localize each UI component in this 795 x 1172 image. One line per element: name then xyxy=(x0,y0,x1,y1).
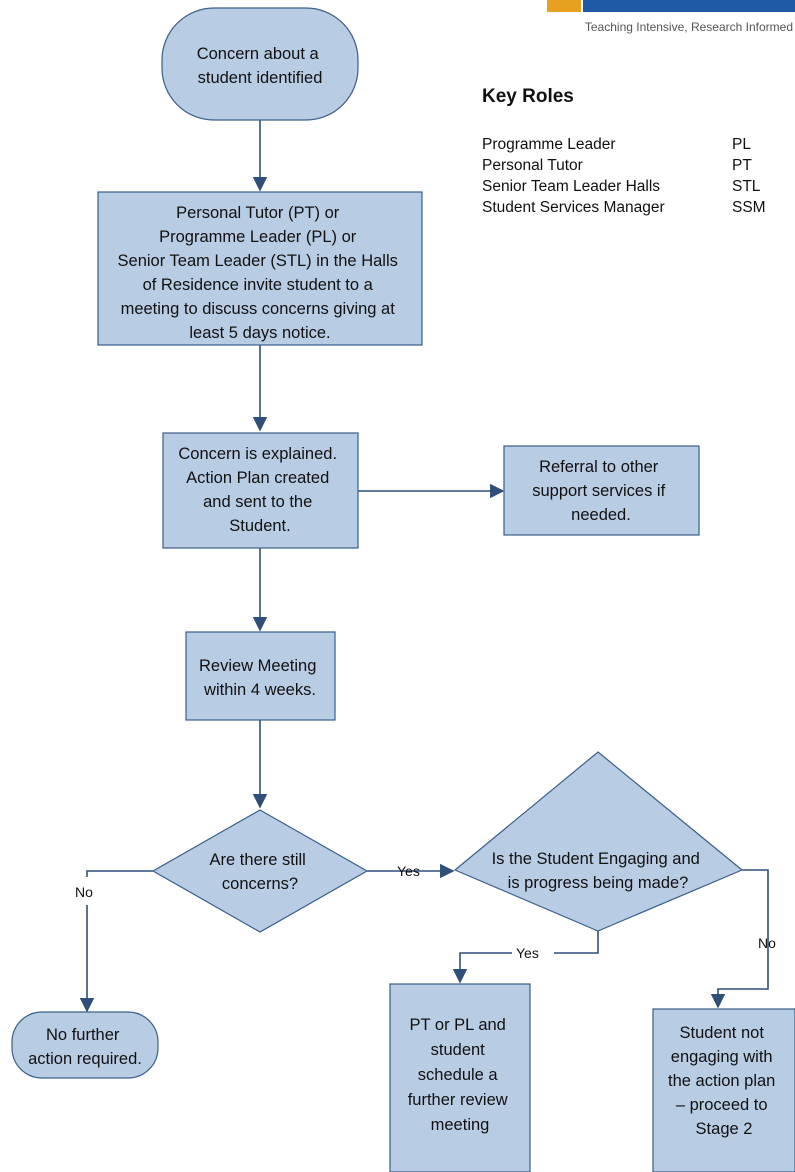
invite-line-4: of Residence invite student to a xyxy=(143,276,374,294)
role-abbr: SSM xyxy=(732,199,766,216)
role-row: Personal Tutor PT xyxy=(482,155,766,176)
key-roles-panel: Key Roles Programme Leader PL Personal T… xyxy=(482,86,766,218)
logo-gold-block xyxy=(547,0,581,12)
edge-decision2-yes xyxy=(554,931,599,954)
explain-node xyxy=(162,432,359,549)
referral-node xyxy=(503,445,700,536)
not-engaging-line-1: Student not xyxy=(680,1024,765,1042)
invite-node xyxy=(97,191,423,346)
role-abbr: PT xyxy=(732,157,752,174)
edge-label-no-1: No xyxy=(75,884,93,900)
role-name: Student Services Manager xyxy=(482,199,665,216)
start-node-text: Concern about a student identified xyxy=(197,45,324,87)
not-engaging-node xyxy=(652,1008,795,1172)
schedule-node xyxy=(389,983,531,1172)
edge-decision2-yes-b xyxy=(452,952,512,984)
edges xyxy=(79,120,769,1013)
start-node xyxy=(161,7,359,121)
role-row: Student Services Manager SSM xyxy=(482,197,766,218)
decision1-node xyxy=(151,809,369,933)
edge-label-yes-2: Yes xyxy=(516,945,539,961)
role-row: Senior Team Leader Halls STL xyxy=(482,176,766,197)
role-name: Senior Team Leader Halls xyxy=(482,178,661,195)
not-engaging-line-3: the action plan xyxy=(668,1072,775,1090)
no-action-node-text: No further action required. xyxy=(28,1026,142,1068)
referral-node-text: Referral to other support services if ne… xyxy=(532,458,670,524)
invite-line-5: meeting to discuss concerns giving at xyxy=(121,300,396,318)
explain-line-3: and sent to the xyxy=(203,493,312,511)
invite-line-6: least 5 days notice. xyxy=(189,324,330,342)
no-action-node xyxy=(11,1011,159,1079)
schedule-line-1: PT or PL and xyxy=(410,1016,506,1034)
invite-line-2: Programme Leader (PL) or xyxy=(159,228,357,246)
invite-line-1: Personal Tutor (PT) or xyxy=(176,204,340,222)
decision2-line-2: is progress being made? xyxy=(508,874,689,892)
review-line-2: within 4 weeks. xyxy=(203,681,316,699)
explain-node-text: Concern is explained. Action Plan create… xyxy=(178,445,341,535)
edge-decision2-no xyxy=(710,869,769,1009)
start-line-2: student identified xyxy=(198,69,323,87)
role-name: Programme Leader xyxy=(482,136,616,153)
referral-line-1: Referral to other xyxy=(539,458,659,476)
review-node xyxy=(185,631,336,721)
referral-line-3: needed. xyxy=(571,506,631,524)
schedule-line-5: meeting xyxy=(431,1116,490,1134)
schedule-line-4: further review xyxy=(408,1091,508,1109)
invite-line-3: Senior Team Leader (STL) in the Halls xyxy=(118,252,398,270)
no-action-line-2: action required. xyxy=(28,1050,142,1068)
role-row: Programme Leader PL xyxy=(482,134,766,155)
decision2-node-text: Is the Student Engaging and is progress … xyxy=(492,850,705,892)
logo-tagline: Teaching Intensive, Research Informed xyxy=(584,20,793,34)
edge-label-yes-1: Yes xyxy=(397,863,420,879)
review-line-1: Review Meeting xyxy=(199,657,316,675)
schedule-node-text: PT or PL and student schedule a further … xyxy=(408,1016,513,1134)
role-abbr: PL xyxy=(732,136,751,153)
logo-bar xyxy=(547,0,795,12)
not-engaging-line-4: – proceed to xyxy=(676,1096,768,1114)
start-line-1: Concern about a xyxy=(197,45,320,63)
invite-node-text: Personal Tutor (PT) or Programme Leader … xyxy=(118,204,403,342)
edge-label-no-2: No xyxy=(758,935,776,951)
decision2-line-1: Is the Student Engaging and xyxy=(492,850,700,868)
referral-line-2: support services if xyxy=(532,482,665,500)
decision1-line-1: Are there still xyxy=(210,851,306,869)
decision1-node-text: Are there still concerns? xyxy=(210,851,311,893)
review-node-text: Review Meeting within 4 weeks. xyxy=(199,657,321,699)
role-abbr: STL xyxy=(732,178,761,195)
not-engaging-node-text: Student not engaging with the action pla… xyxy=(668,1024,780,1138)
edge-decision1-no xyxy=(86,870,153,877)
schedule-line-3: schedule a xyxy=(418,1066,499,1084)
role-name: Personal Tutor xyxy=(482,157,583,174)
explain-line-1: Concern is explained. xyxy=(178,445,337,463)
no-action-line-1: No further xyxy=(46,1026,120,1044)
explain-line-4: Student. xyxy=(229,517,290,535)
not-engaging-line-5: Stage 2 xyxy=(696,1120,753,1138)
key-roles-title: Key Roles xyxy=(482,86,574,107)
schedule-line-2: student xyxy=(431,1041,486,1059)
decision1-line-2: concerns? xyxy=(222,875,298,893)
not-engaging-line-2: engaging with xyxy=(671,1048,773,1066)
explain-line-2: Action Plan created xyxy=(186,469,329,487)
decision2-node xyxy=(453,751,744,932)
logo-blue-block xyxy=(583,0,795,12)
